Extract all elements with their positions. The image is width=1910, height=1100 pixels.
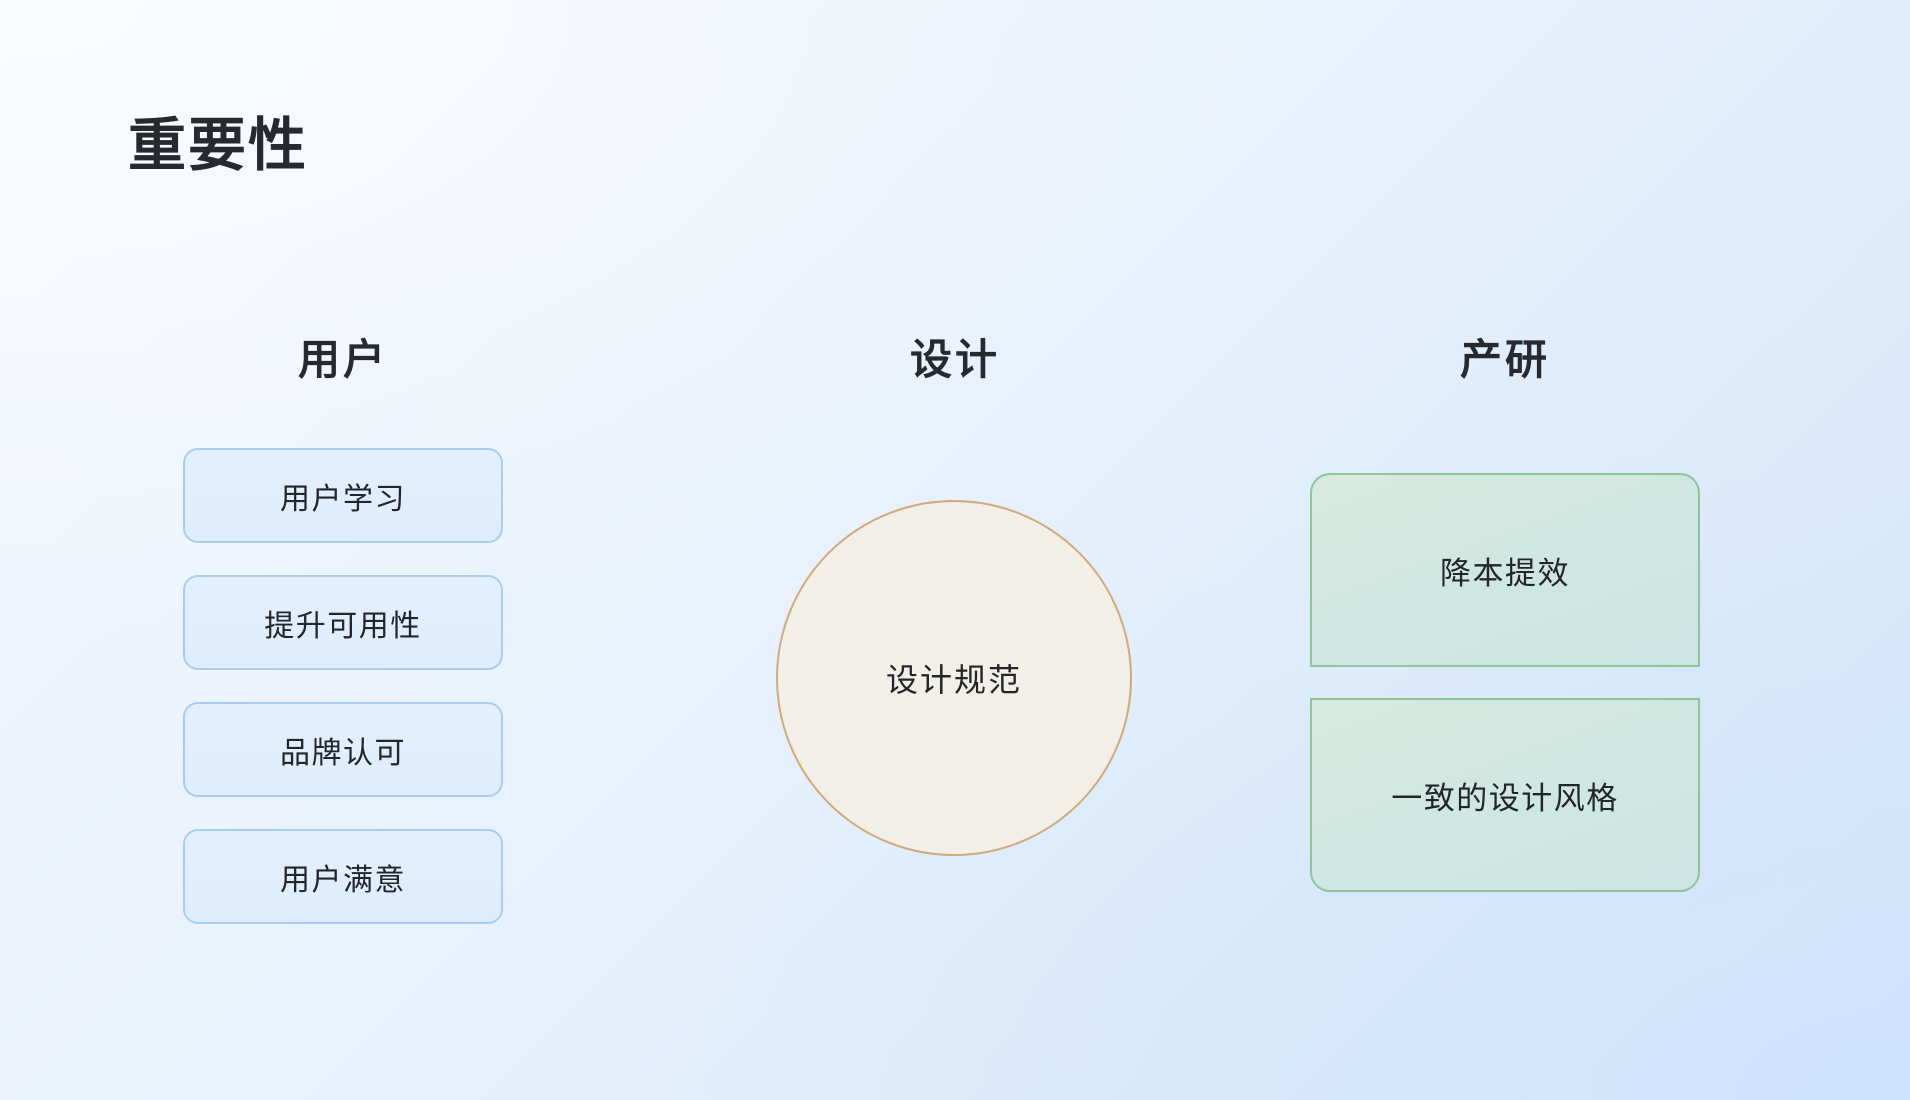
column-header-user: 用户 [297, 335, 388, 383]
user-item-list: 用户学习 提升可用性 品牌认可 用户满意 [183, 448, 503, 924]
user-item-card[interactable]: 提升可用性 [183, 575, 503, 670]
rnd-item-list: 降本提效 一致的设计风格 [1310, 473, 1700, 892]
column-user: 用户 用户学习 提升可用性 品牌认可 用户满意 [183, 0, 503, 1100]
column-rnd: 产研 降本提效 一致的设计风格 [1310, 0, 1700, 1100]
user-item-card[interactable]: 品牌认可 [183, 702, 503, 797]
user-item-card[interactable]: 用户学习 [183, 448, 503, 543]
rnd-item-card[interactable]: 降本提效 [1310, 473, 1700, 667]
column-header-rnd: 产研 [1459, 335, 1550, 383]
page-title: 重要性 [128, 112, 309, 178]
column-design: 设计 设计规范 [700, 0, 1210, 1100]
design-spec-circle[interactable]: 设计规范 [776, 500, 1132, 856]
column-header-design: 设计 [909, 335, 1000, 383]
user-item-card[interactable]: 用户满意 [183, 829, 503, 924]
rnd-item-card[interactable]: 一致的设计风格 [1310, 698, 1700, 892]
